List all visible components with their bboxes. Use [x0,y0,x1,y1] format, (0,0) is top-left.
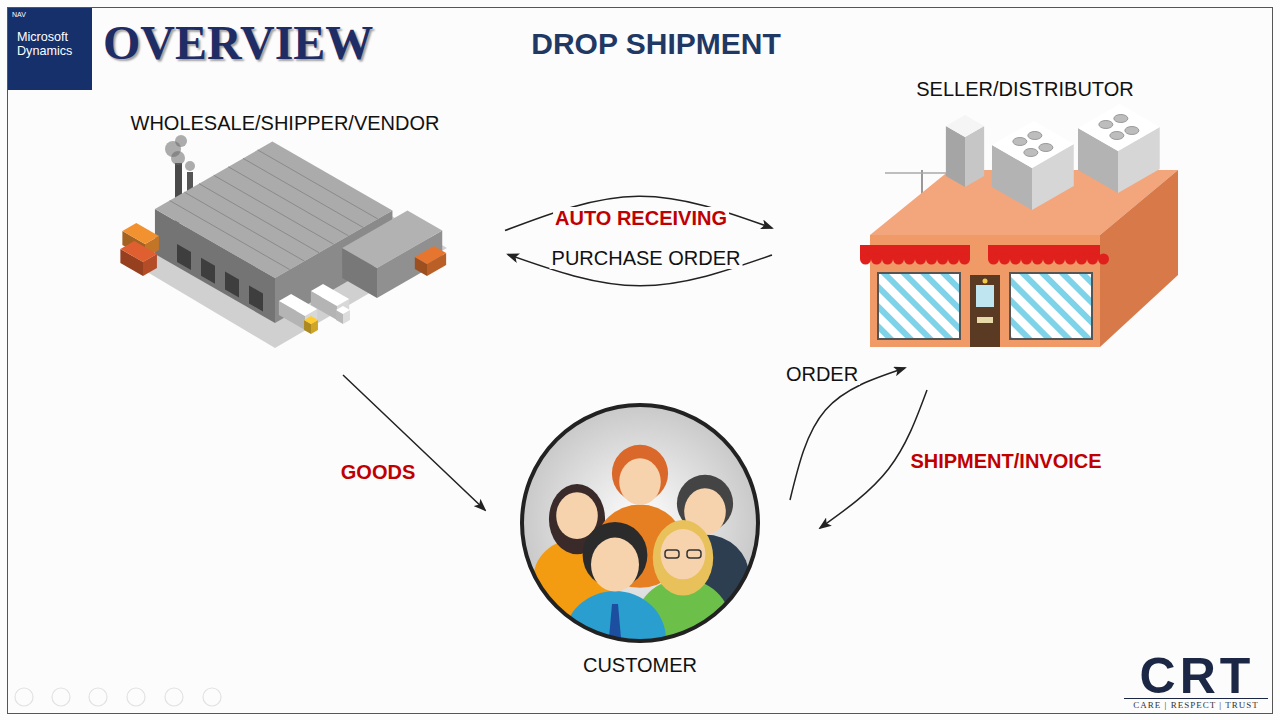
shape [120,241,157,262]
customer-node: CUSTOMER [515,398,765,683]
shape [177,244,191,270]
node-heading: SELLER/DISTRIBUTOR [860,75,1190,101]
roof-seam [258,150,378,219]
awning-scallop [915,254,926,265]
flow-label: PURCHASE ORDER [550,247,743,269]
vendor-picture [115,108,455,353]
awning-scallop [1054,254,1065,265]
awning-scallop [999,254,1010,265]
seller-node: SELLER/DISTRIBUTOR [860,75,1190,350]
fan [1099,121,1113,129]
shape [304,316,318,324]
awning-scallop [1087,254,1098,265]
awning-scallop [926,254,937,265]
awning-scallop [882,254,893,265]
flow-label: AUTO RECEIVING [553,207,729,229]
customer-circle [522,405,758,641]
shape [415,246,446,264]
slide-subtitle: DROP SHIPMENT [531,27,780,60]
slide-border [8,8,1273,714]
roof-seam [184,192,304,261]
awning-scallop [1065,254,1076,265]
awning-scallop [1076,254,1087,265]
flow-label: SHIPMENT/INVOICE [908,450,1103,472]
flow-label: GOODS [339,461,417,483]
people-illustration [533,445,749,648]
awning-scallop [1032,254,1043,265]
smoke [175,135,187,147]
window [878,273,960,339]
fan [1028,132,1042,140]
awning-scallop [1021,254,1032,265]
roof-seam [170,201,290,270]
person-hair [653,520,713,596]
vendor-node: WHOLESALE/SHIPPER/VENDOR [115,108,455,353]
product-logo-box: NAVMicrosoft Dynamics [8,8,92,90]
flow-arrow [343,375,485,510]
shape [336,306,350,314]
fan [1110,132,1124,140]
door-sign [977,317,993,323]
slide-title: OVERVIEW [103,17,373,70]
store-illustration [860,104,1178,347]
roof-seam [214,175,334,244]
fan [1114,115,1128,123]
door [970,275,1000,347]
flow-label: ORDER [784,363,860,385]
fan [1013,138,1027,146]
node-heading: CUSTOMER [515,654,765,677]
node-heading: WHOLESALE/SHIPPER/VENDOR [115,108,455,135]
person-face [661,529,706,579]
awning-scallop [1043,254,1054,265]
shape [201,258,215,284]
glasses [665,550,679,558]
roof-seam [199,184,319,253]
product-name: Microsoft Dynamics [8,19,92,59]
awning-scallop [1098,254,1109,265]
shape [249,285,263,311]
shape [1100,170,1178,347]
shape [122,223,159,244]
glasses [687,550,701,558]
fan [1024,149,1038,157]
awning-scallop [1010,254,1021,265]
awning-scallop [904,254,915,265]
fan [1039,144,1053,152]
awning-scallop [893,254,904,265]
fan [1125,127,1139,135]
awning-scallop [948,254,959,265]
shape [1078,104,1160,151]
awning-scallop [988,254,999,265]
awning-scallop [871,254,882,265]
product-tag: NAV [8,8,92,19]
shape [225,272,239,298]
warehouse-illustration [120,135,447,348]
person-face [619,458,661,505]
company-logo: CRT [1140,649,1255,704]
flow-arrow [790,368,905,500]
flow-arrow [505,196,772,230]
awning-scallop [959,254,970,265]
slideshow-controls [15,688,221,706]
window [1010,273,1092,339]
roof-seam [228,167,348,236]
shape [311,284,349,306]
roof-seam [243,158,363,227]
store-picture [860,75,1190,350]
door-window [976,285,994,307]
company-tagline: CARE | RESPECT | TRUST [1133,701,1258,711]
shape [946,115,984,137]
smoke [185,161,195,171]
awning-scallop [937,254,948,265]
door-lamp [983,279,988,284]
person-face [591,538,639,592]
awning-scallop [860,254,871,265]
shape [992,121,1074,168]
crowd-picture [515,398,765,648]
person-face [556,492,598,539]
